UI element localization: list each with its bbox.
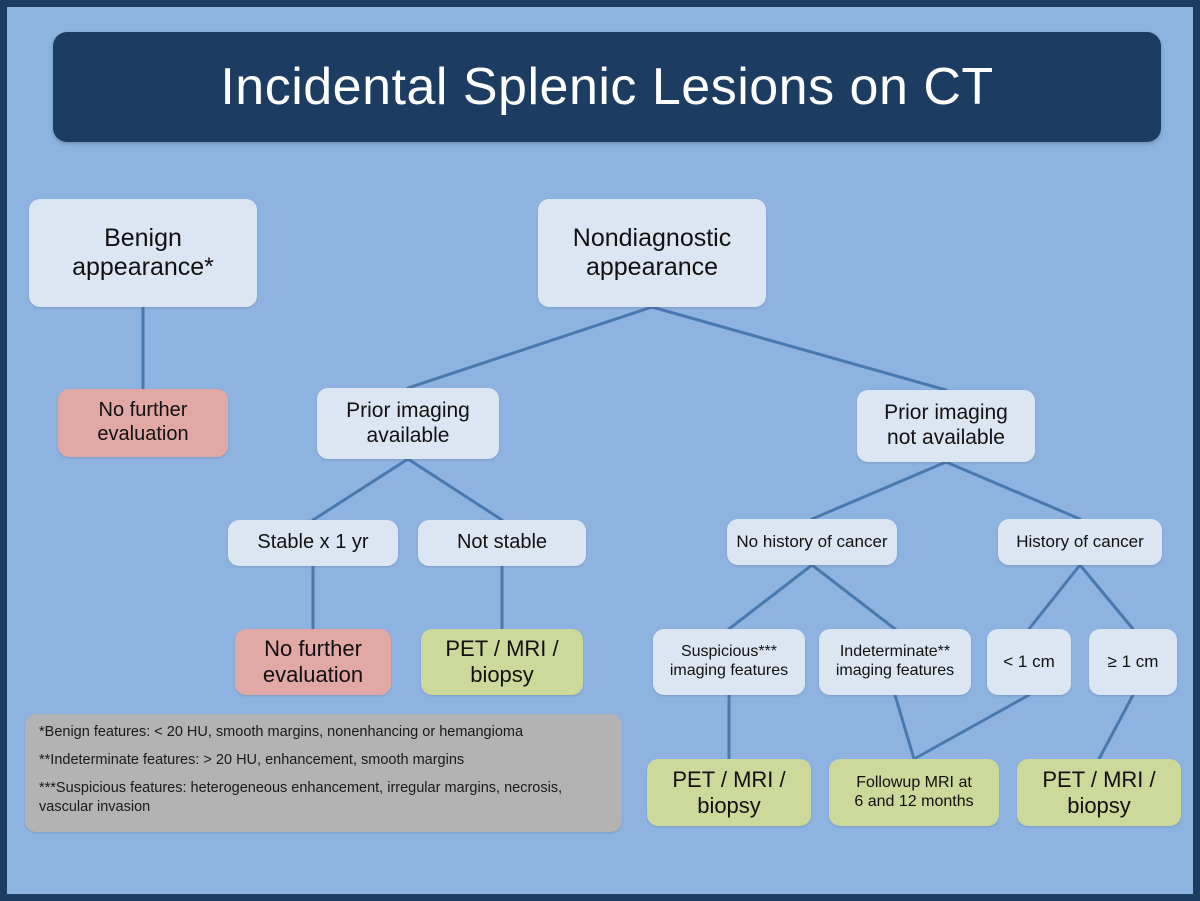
node-indeterminate-imaging-features[interactable]: Indeterminate** imaging features [819,629,971,695]
footnote-legend: *Benign features: < 20 HU, smooth margin… [25,714,622,832]
node-pet-mri-biopsy-1[interactable]: PET / MRI / biopsy [421,629,583,695]
page-title: Incidental Splenic Lesions on CT [220,58,994,116]
edge-prioravail-notstable [406,457,504,522]
node-not-stable[interactable]: Not stable [418,520,586,566]
node-prior-imaging-not-available[interactable]: Prior imaging not available [857,390,1035,462]
edge-lt1cm-followup [912,693,1031,761]
node-benign-appearance[interactable]: Benign appearance* [29,199,257,307]
footnote-benign: *Benign features: < 20 HU, smooth margin… [39,724,524,740]
node-prior-imaging-available[interactable]: Prior imaging available [317,388,499,459]
edge-priornot-nohx [810,460,948,521]
edge-indeterminate-followup [893,693,916,761]
page-title-bar: Incidental Splenic Lesions on CT [53,32,1161,142]
edge-nondx-priornot [650,305,948,392]
footnote-indeterminate: **Indeterminate features: > 20 HU, enhan… [39,752,465,769]
node-lt-1-cm[interactable]: < 1 cm [987,629,1071,695]
edge-nohx-suspicious [727,563,814,631]
edge-ge1cm-petmri [1097,693,1135,761]
node-no-further-evaluation-1[interactable]: No further evaluation [58,389,228,457]
edge-prioravail-stable [311,457,410,522]
edge-hx-ge1cm [1078,563,1135,631]
edge-hx-lt1cm [1027,563,1082,631]
node-no-further-evaluation-2[interactable]: No further evaluation [235,629,391,695]
node-history-of-cancer[interactable]: History of cancer [998,519,1162,565]
node-suspicious-imaging-features[interactable]: Suspicious*** imaging features [653,629,805,695]
node-nondiagnostic-appearance[interactable]: Nondiagnostic appearance [538,199,766,307]
connector-lines [141,305,1135,761]
node-ge-1-cm[interactable]: ≥ 1 cm [1089,629,1177,695]
node-pet-mri-biopsy-3[interactable]: PET / MRI / biopsy [1017,759,1181,826]
node-followup-mri[interactable]: Followup MRI at 6 and 12 months [829,759,999,826]
edge-nohx-indeterminate [810,563,897,631]
node-no-history-of-cancer[interactable]: No history of cancer [727,519,897,565]
footnote-suspicious: ***Suspicious features: heterogeneous en… [39,780,563,816]
node-stable-x-1-yr[interactable]: Stable x 1 yr [228,520,398,566]
edge-nondx-prioravail [406,305,654,390]
edge-priornot-hx [944,460,1082,521]
node-pet-mri-biopsy-2[interactable]: PET / MRI / biopsy [647,759,811,826]
